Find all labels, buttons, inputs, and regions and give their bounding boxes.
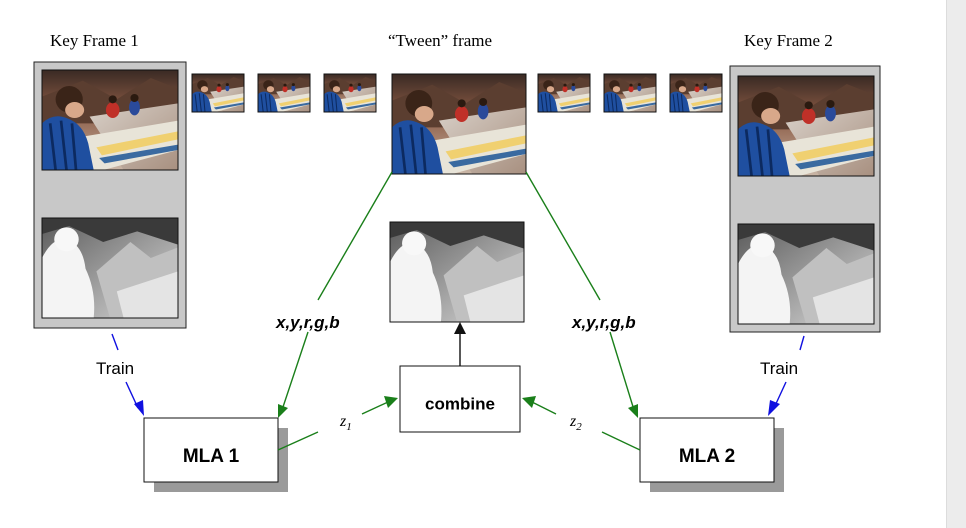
z2-label: z2 xyxy=(569,413,582,433)
key-frame-2-label: Key Frame 2 xyxy=(744,31,833,50)
intermediate-frames-right xyxy=(537,73,723,113)
train-arrowhead-right xyxy=(768,400,780,416)
tween-frame xyxy=(391,73,527,175)
key-frame-2-depth-map xyxy=(738,224,874,324)
key-frame-1-depth-map xyxy=(42,218,178,318)
z1-label: z1 xyxy=(339,413,352,433)
combined-depth-output xyxy=(389,221,525,323)
combined-depth-map xyxy=(390,222,524,322)
thumbnail-frame xyxy=(538,74,590,112)
key-frame-1-panel xyxy=(33,61,187,329)
arrowhead-to-mla2 xyxy=(628,404,638,418)
mla1-node: MLA 1 xyxy=(143,417,288,492)
page-edge-strip xyxy=(946,0,966,528)
z2-arrowhead xyxy=(522,396,536,408)
feature-line-right-lower xyxy=(609,331,635,411)
combine-label: combine xyxy=(425,394,495,413)
feature-line-left-lower xyxy=(281,331,309,411)
intermediate-frames-left xyxy=(191,73,377,113)
thumbnail-frame xyxy=(192,74,244,112)
train-line-left-upper xyxy=(111,333,119,351)
features-label-left: x,y,r,g,b xyxy=(275,313,340,332)
combine-node: combine xyxy=(399,365,521,433)
mla2-label: MLA 2 xyxy=(679,446,735,467)
tween-frame-photo xyxy=(392,74,526,174)
mla2-node: MLA 2 xyxy=(639,417,784,492)
mla1-label: MLA 1 xyxy=(183,446,240,467)
key-frame-1-photo xyxy=(42,70,178,170)
z2-line-lower xyxy=(601,431,641,451)
z1-arrowhead xyxy=(384,396,398,408)
thumbnail-frame xyxy=(324,74,376,112)
feature-line-left-upper xyxy=(317,171,393,301)
key-frame-1-label: Key Frame 1 xyxy=(50,31,139,50)
z1-line-upper xyxy=(361,401,389,415)
train-label-right: Train xyxy=(760,359,798,378)
z1-line-lower xyxy=(277,431,319,451)
combine-output-arrowhead xyxy=(454,322,466,334)
train-line-right-upper xyxy=(799,335,805,351)
thumbnail-frame xyxy=(258,74,310,112)
train-label-left: Train xyxy=(96,359,134,378)
features-label-right: x,y,r,g,b xyxy=(571,313,636,332)
arrowhead-to-mla1 xyxy=(278,404,288,418)
z2-line-upper xyxy=(531,401,557,415)
thumbnail-frame xyxy=(604,74,656,112)
feature-lines xyxy=(281,171,635,411)
key-frame-2-panel xyxy=(729,65,881,333)
train-arrowhead-left xyxy=(134,400,144,416)
key-frame-2-photo xyxy=(738,76,874,176)
thumbnail-frame xyxy=(670,74,722,112)
tween-frame-label: “Tween” frame xyxy=(388,31,492,50)
feature-line-right-upper xyxy=(525,171,601,301)
